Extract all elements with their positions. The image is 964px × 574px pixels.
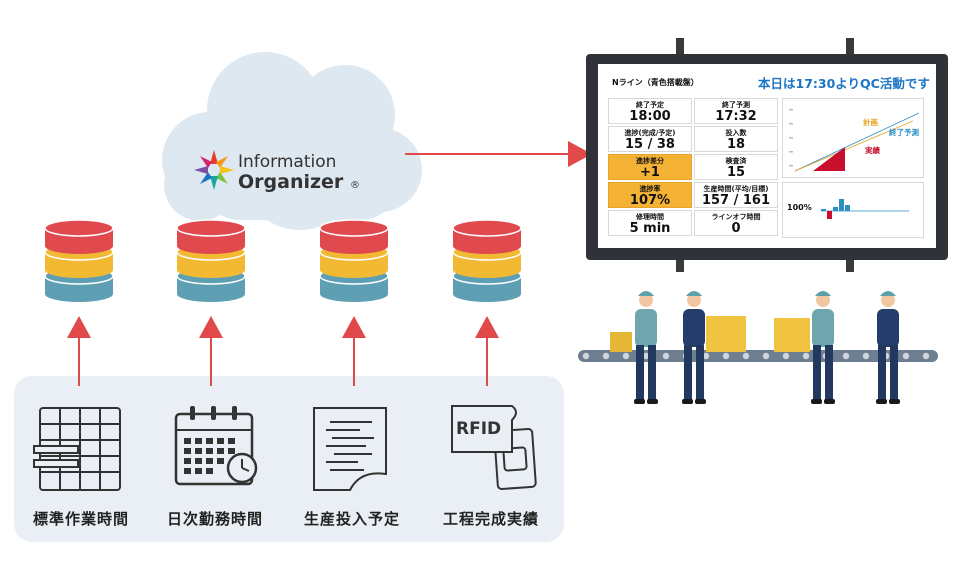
logo-name: Organizer	[238, 171, 344, 193]
database-icon	[452, 219, 522, 302]
metric-value: 18:00	[629, 109, 671, 124]
database-icon	[319, 219, 389, 302]
upload-arrows	[67, 316, 499, 386]
spreadsheet-icon	[33, 407, 121, 491]
worker-figure	[876, 291, 900, 404]
source-label: 工程完成実績	[442, 510, 539, 528]
metric-label: ラインオフ時間	[711, 213, 761, 221]
ratio-chart: 100%	[782, 182, 924, 238]
metric-value: 5 min	[629, 221, 671, 236]
metric-value: 18	[726, 137, 746, 152]
source-label: 生産投入予定	[303, 510, 400, 528]
registered-mark: ®	[349, 180, 360, 191]
worker-figure	[634, 291, 658, 404]
forecast-line	[794, 112, 920, 172]
factory-workers	[634, 291, 900, 404]
metric-label: 検査済	[725, 157, 747, 165]
metric-cell: 進捗差分+1	[608, 154, 692, 180]
percent-label: 100%	[787, 203, 812, 212]
worker-figure	[811, 291, 835, 404]
information-organizer-logo-icon	[194, 150, 234, 190]
svg-text:RFID: RFID	[456, 419, 501, 439]
metric-value: 0	[731, 221, 741, 236]
cloud-shape	[162, 52, 422, 230]
calendar-clock-icon	[174, 406, 258, 486]
arrow-to-monitor	[405, 141, 592, 167]
database-icon	[44, 219, 114, 302]
document-icon	[313, 407, 387, 491]
plan-label: 計画	[863, 118, 878, 127]
metric-label: 進捗率	[639, 185, 661, 193]
sources-panel	[14, 376, 564, 542]
forecast-label: 終了予測	[889, 128, 919, 137]
metric-value: 17:32	[715, 109, 757, 124]
metric-value: +1	[640, 165, 660, 180]
logo-line-2: Organizer ®	[238, 171, 360, 193]
metric-value: 157 / 161	[701, 193, 771, 208]
metric-label: 進捗(完成/予定)	[624, 129, 676, 137]
logo-line-1: Information	[238, 152, 337, 172]
metric-value: 107%	[629, 193, 671, 208]
metric-label: 生産時間(平均/目標)	[703, 185, 769, 193]
rfid-tag-icon: RFID	[451, 405, 537, 490]
metric-cell: 進捗(完成/予定)15 / 38	[608, 126, 692, 152]
actual-label: 実績	[865, 146, 880, 155]
conveyor-belt	[578, 316, 938, 362]
metric-label: 終了予定	[636, 101, 664, 109]
metric-label: 進捗差分	[636, 157, 664, 165]
database-icons	[44, 219, 522, 302]
metric-value: 15	[726, 165, 746, 180]
database-icon	[176, 219, 246, 302]
source-label: 日次勤務時間	[166, 510, 263, 528]
metric-cell: 生産時間(平均/目標)157 / 161	[694, 182, 778, 208]
source-label: 標準作業時間	[32, 510, 129, 528]
plan-line	[794, 120, 914, 172]
metric-label: 終了予測	[722, 101, 750, 109]
line-title: Nライン（青色搭載盤）	[612, 78, 699, 87]
metric-label: 修理時間	[636, 213, 664, 221]
actual-area	[813, 147, 845, 171]
metric-value: 15 / 38	[625, 137, 675, 152]
metric-label: 投入数	[725, 129, 747, 137]
worker-figure	[682, 291, 706, 404]
progress-chart: 実績 計画 終了予測	[782, 98, 924, 178]
notice-text: 本日は17:30よりQC活動です	[758, 76, 930, 91]
